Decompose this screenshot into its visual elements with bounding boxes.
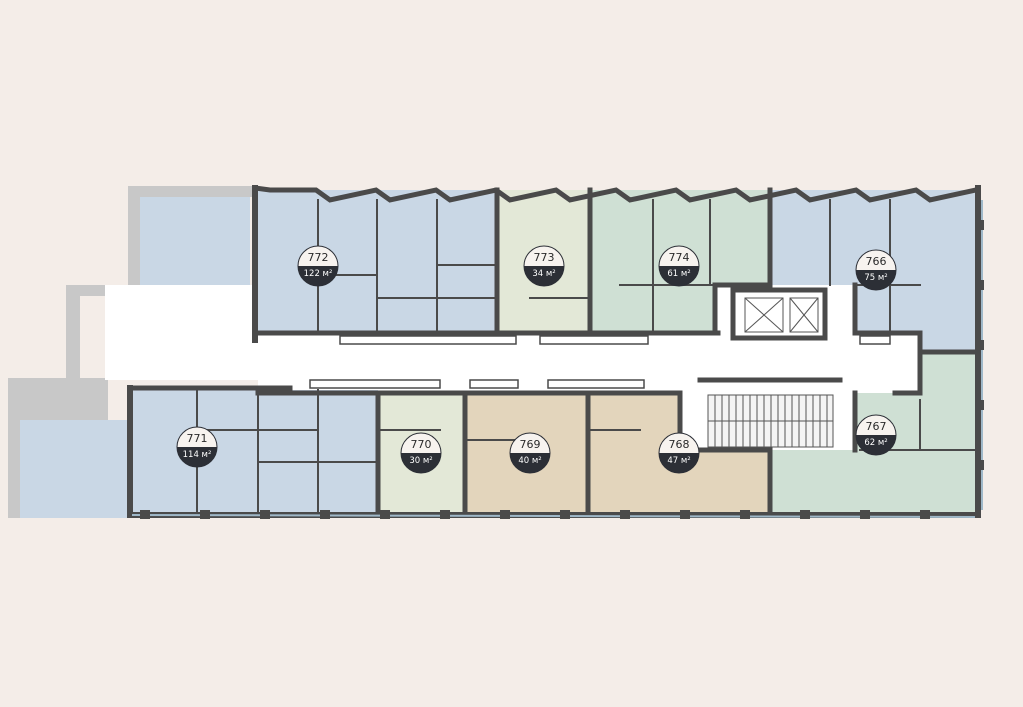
- terrace-upper-left: [128, 186, 255, 287]
- unit-area: 114 м²: [183, 450, 212, 460]
- unit-area: 30 м²: [409, 456, 432, 466]
- badge-767[interactable]: 767 62 м²: [855, 414, 897, 456]
- unit-number: 771: [187, 432, 208, 445]
- terrace-upper-left-inner: [140, 197, 250, 285]
- unit-area: 40 м²: [518, 456, 541, 466]
- unit-number: 769: [520, 438, 541, 451]
- badge-768[interactable]: 768 47 м²: [658, 432, 700, 474]
- unit-number: 773: [534, 251, 555, 264]
- badge-772[interactable]: 772 122 м²: [297, 245, 339, 287]
- unit-771-fill: [130, 390, 378, 515]
- unit-number: 774: [669, 251, 690, 264]
- badge-774[interactable]: 774 61 м²: [658, 245, 700, 287]
- terrace-lower-left-inner: [20, 420, 130, 518]
- unit-area: 47 м²: [667, 456, 690, 466]
- badge-770[interactable]: 770 30 м²: [400, 432, 442, 474]
- windows: [131, 200, 983, 518]
- terraces: [8, 186, 255, 518]
- badge-773[interactable]: 773 34 м²: [523, 245, 565, 287]
- unit-area: 122 м²: [304, 269, 333, 279]
- badge-769[interactable]: 769 40 м²: [509, 432, 551, 474]
- terrace-lower-left: [8, 378, 108, 518]
- unit-number: 772: [308, 251, 329, 264]
- badge-766[interactable]: 766 75 м²: [855, 249, 897, 291]
- unit-number: 766: [866, 255, 887, 268]
- elevators: [744, 297, 819, 333]
- stairs: [707, 394, 834, 448]
- unit-number: 770: [411, 438, 432, 451]
- unit-number: 768: [669, 438, 690, 451]
- unit-area: 75 м²: [864, 273, 887, 283]
- unit-number: 767: [866, 420, 887, 433]
- unit-area: 34 м²: [532, 269, 555, 279]
- unit-area: 61 м²: [667, 269, 690, 279]
- unit-area: 62 м²: [864, 438, 887, 448]
- window-mullions: [140, 220, 984, 519]
- lobby-left: [105, 285, 260, 380]
- badge-771[interactable]: 771 114 м²: [176, 426, 218, 468]
